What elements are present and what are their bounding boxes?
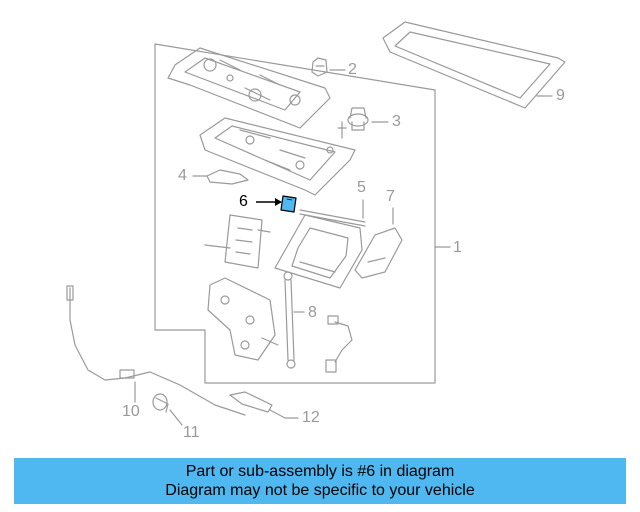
wire-harness [325,315,353,373]
part-4-bracket [206,169,249,185]
part-9-panel [382,21,566,109]
part-11-clip [152,393,169,413]
callout-4: 4 [178,167,187,184]
upper-panel [167,47,331,129]
center-housing [274,214,363,289]
latch-plate [204,214,271,269]
callout-7: 7 [386,188,395,205]
part-12-cable-end [229,391,286,419]
leader-line-11 [169,409,183,426]
part-5-rod [299,209,366,227]
callout-5: 5 [357,179,366,196]
part-3-grommet [337,107,369,139]
part-6-highlighted [256,195,297,213]
callout-10: 10 [122,403,140,420]
lower-bracket [207,277,279,361]
callout-12: 12 [302,409,320,426]
callout-2: 2 [348,61,357,78]
parts-diagram [66,21,566,426]
banner-line-2: Diagram may not be specific to your vehi… [165,482,475,499]
part-2-clip [311,57,328,77]
callout-1: 1 [453,239,462,256]
assembly-outline [154,43,436,384]
part-7-handle [354,227,403,279]
part-8-strut [283,271,296,369]
banner-line-1: Part or sub-assembly is #6 in diagram [185,463,455,480]
part-10-cable [66,285,246,416]
callout-8: 8 [308,304,317,321]
callout-3: 3 [392,113,401,130]
callout-9: 9 [556,87,565,104]
callout-6: 6 [239,193,248,210]
callout-11: 11 [183,424,200,441]
info-banner: Part or sub-assembly is #6 in diagram Di… [14,458,626,504]
middle-bracket [199,117,356,196]
